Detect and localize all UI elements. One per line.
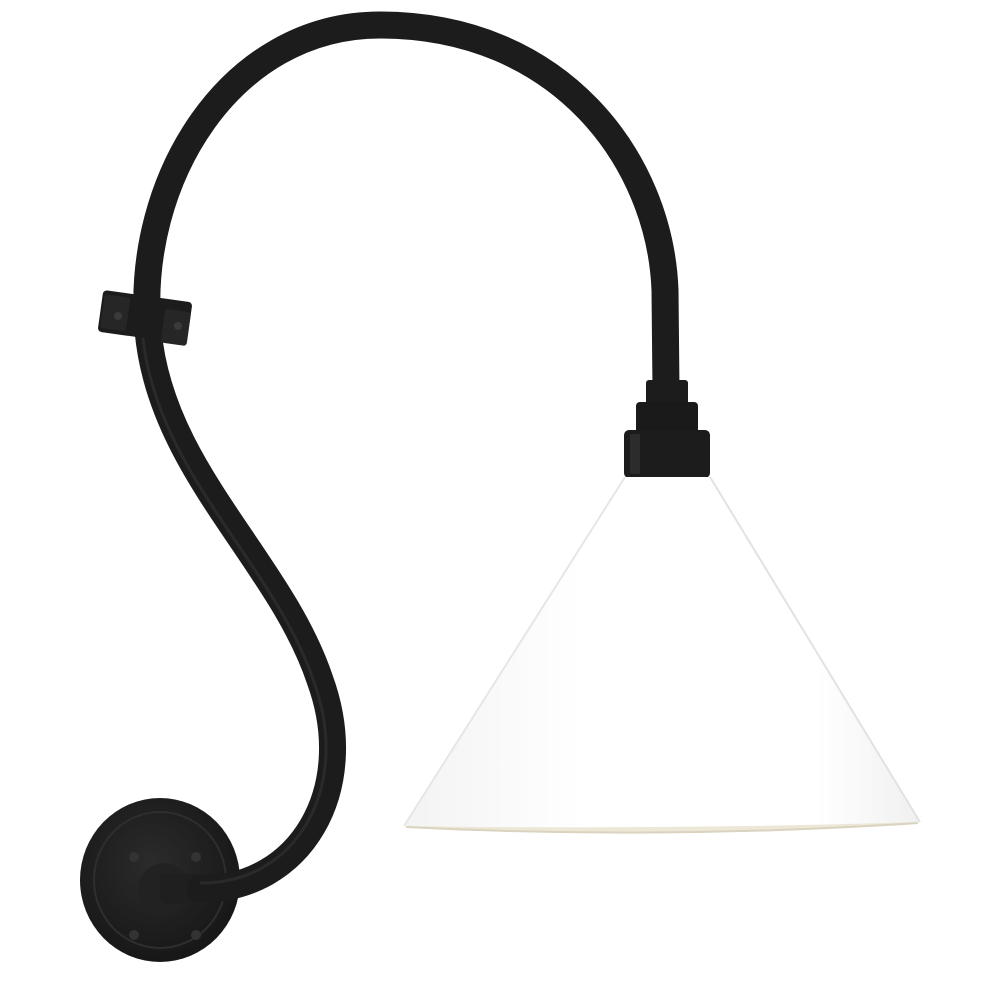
- cone-shade: [403, 476, 921, 834]
- arm-clamp: [98, 290, 192, 346]
- screw: [129, 930, 139, 940]
- socket-fitter: [624, 380, 710, 478]
- screw: [191, 930, 201, 940]
- screw: [129, 852, 139, 862]
- screw: [191, 852, 201, 862]
